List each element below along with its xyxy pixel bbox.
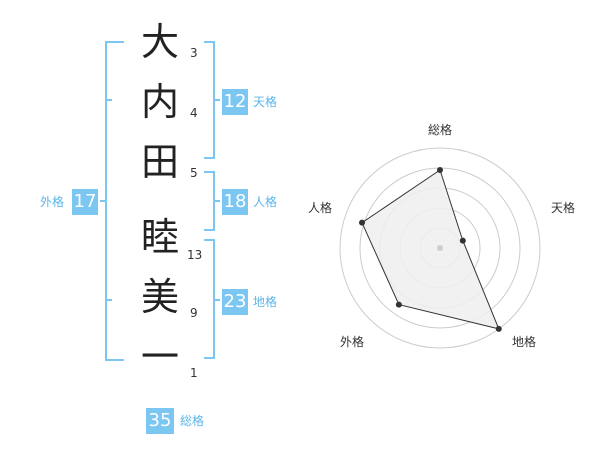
chikaku-value: 23	[222, 289, 248, 315]
name-kanji-4: 睦	[140, 215, 179, 259]
stroke-count-3: 5	[190, 166, 198, 180]
radar-points	[359, 167, 502, 332]
axis-label-soukaku: 総格	[428, 122, 452, 137]
stroke-count-4: 13	[187, 248, 203, 262]
tenkaku-bracket	[204, 41, 220, 159]
radar-point-4	[359, 219, 366, 226]
radar-point-1	[459, 237, 466, 244]
radar-point-2	[495, 325, 502, 332]
radar-center-dot	[437, 245, 443, 251]
name-kanji-6: 一	[140, 335, 179, 379]
gaikaku-bracket	[100, 41, 124, 361]
stroke-count-6: 1	[190, 366, 198, 380]
gaikaku-label: 外格	[40, 195, 65, 209]
chikaku-bracket	[204, 239, 220, 359]
name-kanji-5: 美	[140, 275, 179, 319]
tenkaku-value: 12	[222, 89, 248, 115]
gaikaku-value: 17	[72, 189, 98, 215]
name-kanji-3: 田	[140, 140, 179, 184]
stroke-count-2: 4	[190, 106, 198, 120]
stroke-count-1: 3	[190, 46, 198, 60]
radar-point-0	[437, 167, 443, 173]
name-kanji-2: 内	[140, 80, 179, 124]
chikaku-label: 地格	[253, 295, 278, 309]
radar-chart: 総格 天格 地格 外格 人格	[308, 122, 575, 349]
radar-data-polygon	[361, 169, 500, 330]
axis-label-chikaku: 地格	[512, 334, 536, 349]
axis-label-tenkaku: 天格	[551, 200, 575, 215]
kakusu-brackets	[100, 41, 220, 361]
soukaku-value: 35	[146, 408, 174, 434]
jinkaku-value: 18	[222, 189, 248, 215]
name-kanji-1: 大	[140, 20, 179, 64]
axis-label-jinkaku: 人格	[308, 200, 332, 215]
radar-point-3	[395, 301, 402, 308]
radar-ring	[339, 147, 541, 349]
jinkaku-label: 人格	[253, 195, 278, 209]
tenkaku-label: 天格	[253, 95, 278, 109]
stroke-count-5: 9	[190, 306, 198, 320]
soukaku-label: 総格	[180, 414, 205, 428]
jinkaku-bracket	[204, 171, 220, 231]
axis-label-gaikaku: 外格	[340, 334, 364, 349]
